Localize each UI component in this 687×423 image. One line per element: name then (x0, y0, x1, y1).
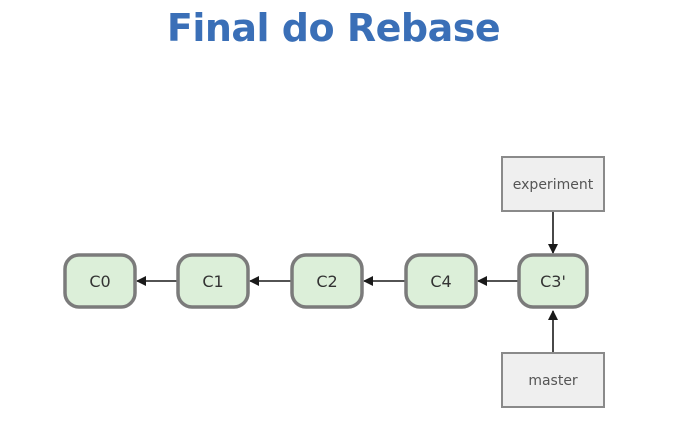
commit-c2: C2 (290, 253, 364, 309)
commit-c4: C4 (404, 253, 478, 309)
commit-c4-label: C4 (430, 272, 451, 291)
commit-c0: C0 (63, 253, 137, 309)
commit-c1-label: C1 (202, 272, 223, 291)
commit-c1: C1 (176, 253, 250, 309)
commit-c2-label: C2 (316, 272, 337, 291)
slide-title: Final do Rebase (166, 6, 501, 50)
branch-master: master (501, 352, 605, 408)
commit-c0-label: C0 (89, 272, 110, 291)
branch-master-label: master (528, 373, 578, 389)
branch-experiment-label: experiment (513, 177, 594, 193)
branch-experiment: experiment (501, 156, 605, 212)
commit-c3prime: C3' (517, 253, 589, 309)
commit-c3prime-label: C3' (540, 272, 566, 291)
